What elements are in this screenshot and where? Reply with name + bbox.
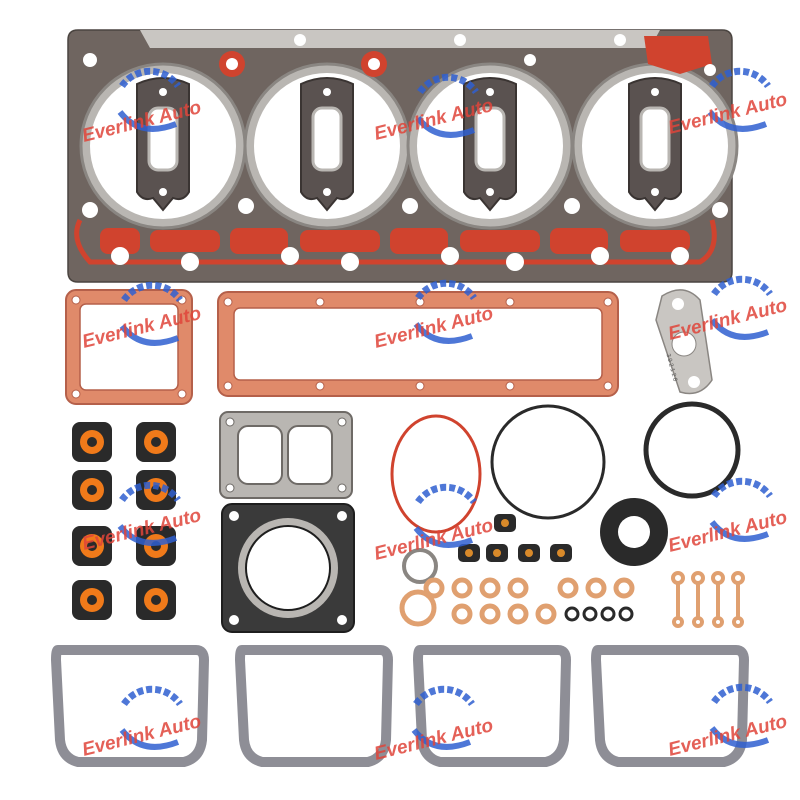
square-cover-gasket — [65, 289, 193, 405]
black-o-rings-small — [564, 606, 634, 622]
watermark-text: Everlink Auto — [666, 507, 789, 557]
watermark-bottom-left: Everlink Auto — [80, 689, 203, 761]
copper-pins — [671, 571, 745, 628]
valve-stem-seals — [72, 422, 176, 620]
exhaust-flange-gasket — [221, 503, 355, 633]
watermark-bottom-right: Everlink Auto — [666, 687, 789, 761]
long-cover-gasket — [217, 291, 619, 397]
plate-gasket: 3 9 2 1 2 8 — [655, 289, 713, 395]
valve-cover-gaskets — [51, 645, 749, 767]
intake-port-gaskets — [136, 77, 682, 212]
copper-washers — [399, 577, 635, 627]
watermark-text: Everlink Auto — [80, 711, 203, 761]
turbo-gasket — [219, 411, 353, 499]
small-seals — [458, 514, 572, 562]
o-rings — [390, 401, 741, 584]
watermark-text: Everlink Auto — [666, 711, 789, 761]
watermark-lower-right: Everlink Auto — [666, 481, 789, 557]
